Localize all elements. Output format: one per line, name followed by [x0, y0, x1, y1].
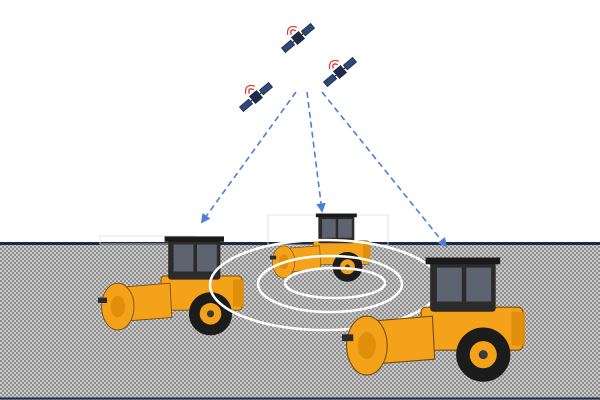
satellite-icon — [232, 73, 275, 114]
wave-ring-inner — [283, 266, 387, 300]
signal-line-center — [306, 91, 326, 213]
signal-line-right — [321, 91, 448, 248]
signal-lines — [200, 91, 448, 248]
satellite-icon — [274, 14, 317, 55]
signal-line-left — [200, 91, 297, 224]
wave-ring-middle — [256, 254, 404, 314]
satellite-icon — [316, 48, 359, 89]
